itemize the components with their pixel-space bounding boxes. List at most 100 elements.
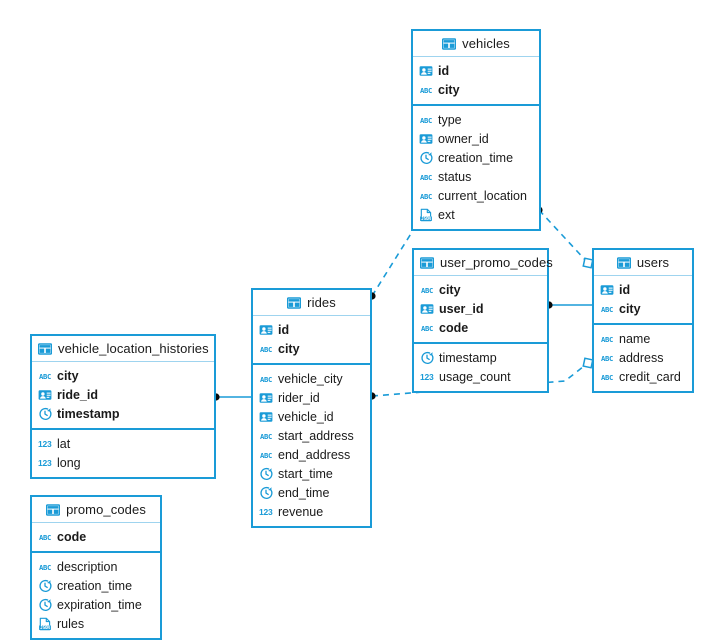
column-row-promo_codes-creation_time[interactable]: creation_time	[32, 576, 160, 595]
svg-text:ABC: ABC	[421, 286, 433, 295]
svg-text:ABC: ABC	[260, 345, 272, 354]
clock-icon	[420, 351, 434, 365]
abc-text-icon: ABC	[419, 170, 433, 184]
table-title-vehicle_location_histories: vehicle_location_histories	[58, 341, 209, 356]
table-header-promo_codes[interactable]: promo_codes	[32, 497, 160, 523]
json-file-icon: JSON	[419, 208, 433, 222]
column-row-vehicles-status[interactable]: ABC status	[413, 167, 539, 186]
field-label: timestamp	[57, 406, 120, 421]
primary-key-row-vehicle_location_histories-ride_id[interactable]: ride_id	[32, 385, 214, 404]
primary-key-row-user_promo_codes-user_id[interactable]: user_id	[414, 299, 547, 318]
svg-text:ABC: ABC	[260, 432, 272, 441]
field-label: name	[619, 331, 651, 346]
field-label: code	[57, 529, 87, 544]
field-label: address	[619, 350, 664, 365]
field-label: rider_id	[278, 390, 320, 405]
field-label: id	[619, 282, 631, 297]
column-row-rides-rider_id[interactable]: rider_id	[253, 388, 370, 407]
svg-text:ABC: ABC	[421, 324, 433, 333]
column-row-users-address[interactable]: ABC address	[594, 348, 692, 367]
column-row-vehicles-owner_id[interactable]: owner_id	[413, 129, 539, 148]
primary-key-row-promo_codes-code[interactable]: ABC code	[32, 527, 160, 546]
primary-key-row-vehicles-id[interactable]: id	[413, 61, 539, 80]
field-label: vehicle_id	[278, 409, 334, 424]
table-header-rides[interactable]: rides	[253, 290, 370, 316]
abc-text-icon: ABC	[259, 342, 273, 356]
field-label: current_location	[438, 188, 527, 203]
field-label: creation_time	[57, 578, 133, 593]
column-row-promo_codes-expiration_time[interactable]: expiration_time	[32, 595, 160, 614]
field-label: vehicle_city	[278, 371, 343, 386]
column-row-vehicles-creation_time[interactable]: creation_time	[413, 148, 539, 167]
column-row-rides-start_time[interactable]: start_time	[253, 464, 370, 483]
edge-line	[371, 223, 418, 297]
field-label: city	[438, 82, 460, 97]
svg-text:ABC: ABC	[420, 86, 432, 95]
svg-text:ABC: ABC	[39, 533, 51, 542]
field-label: type	[438, 112, 462, 127]
primary-key-row-vehicle_location_histories-timestamp[interactable]: timestamp	[32, 404, 214, 423]
abc-text-icon: ABC	[600, 370, 614, 384]
svg-text:ABC: ABC	[260, 451, 272, 460]
column-row-rides-vehicle_id[interactable]: vehicle_id	[253, 407, 370, 426]
primary-key-row-users-id[interactable]: id	[594, 280, 692, 299]
abc-text-icon: ABC	[420, 283, 434, 297]
table-grid-icon	[616, 256, 631, 270]
column-row-rides-vehicle_city[interactable]: ABC vehicle_city	[253, 369, 370, 388]
relationship-rel-upc-users[interactable]	[545, 301, 592, 309]
field-label: status	[438, 169, 472, 184]
field-label: description	[57, 559, 118, 574]
abc-text-icon: ABC	[600, 351, 614, 365]
table-header-vehicle_location_histories[interactable]: vehicle_location_histories	[32, 336, 214, 362]
123-number-icon: 123	[38, 438, 52, 449]
123-number-icon: 123	[420, 371, 434, 382]
table-title-rides: rides	[307, 295, 336, 310]
column-row-rides-end_time[interactable]: end_time	[253, 483, 370, 502]
table-grid-icon	[287, 296, 302, 310]
table-header-user_promo_codes[interactable]: user_promo_codes	[414, 250, 553, 276]
svg-text:ABC: ABC	[260, 375, 272, 384]
relationship-rel-vlh-rides[interactable]	[212, 393, 251, 401]
table-header-vehicles[interactable]: vehicles	[413, 31, 539, 57]
column-row-user_promo_codes-timestamp[interactable]: timestamp	[414, 348, 547, 367]
table-header-users[interactable]: users	[594, 250, 692, 276]
svg-text:ABC: ABC	[601, 305, 613, 314]
123-number-icon: 123	[38, 457, 52, 468]
field-label: revenue	[278, 504, 324, 519]
id-badge-icon	[259, 391, 273, 405]
primary-key-row-rides-id[interactable]: id	[253, 320, 370, 339]
svg-text:JSON: JSON	[421, 216, 431, 221]
primary-key-row-vehicles-city[interactable]: ABC city	[413, 80, 539, 99]
table-title-promo_codes: promo_codes	[66, 502, 146, 517]
field-label: creation_time	[438, 150, 514, 165]
